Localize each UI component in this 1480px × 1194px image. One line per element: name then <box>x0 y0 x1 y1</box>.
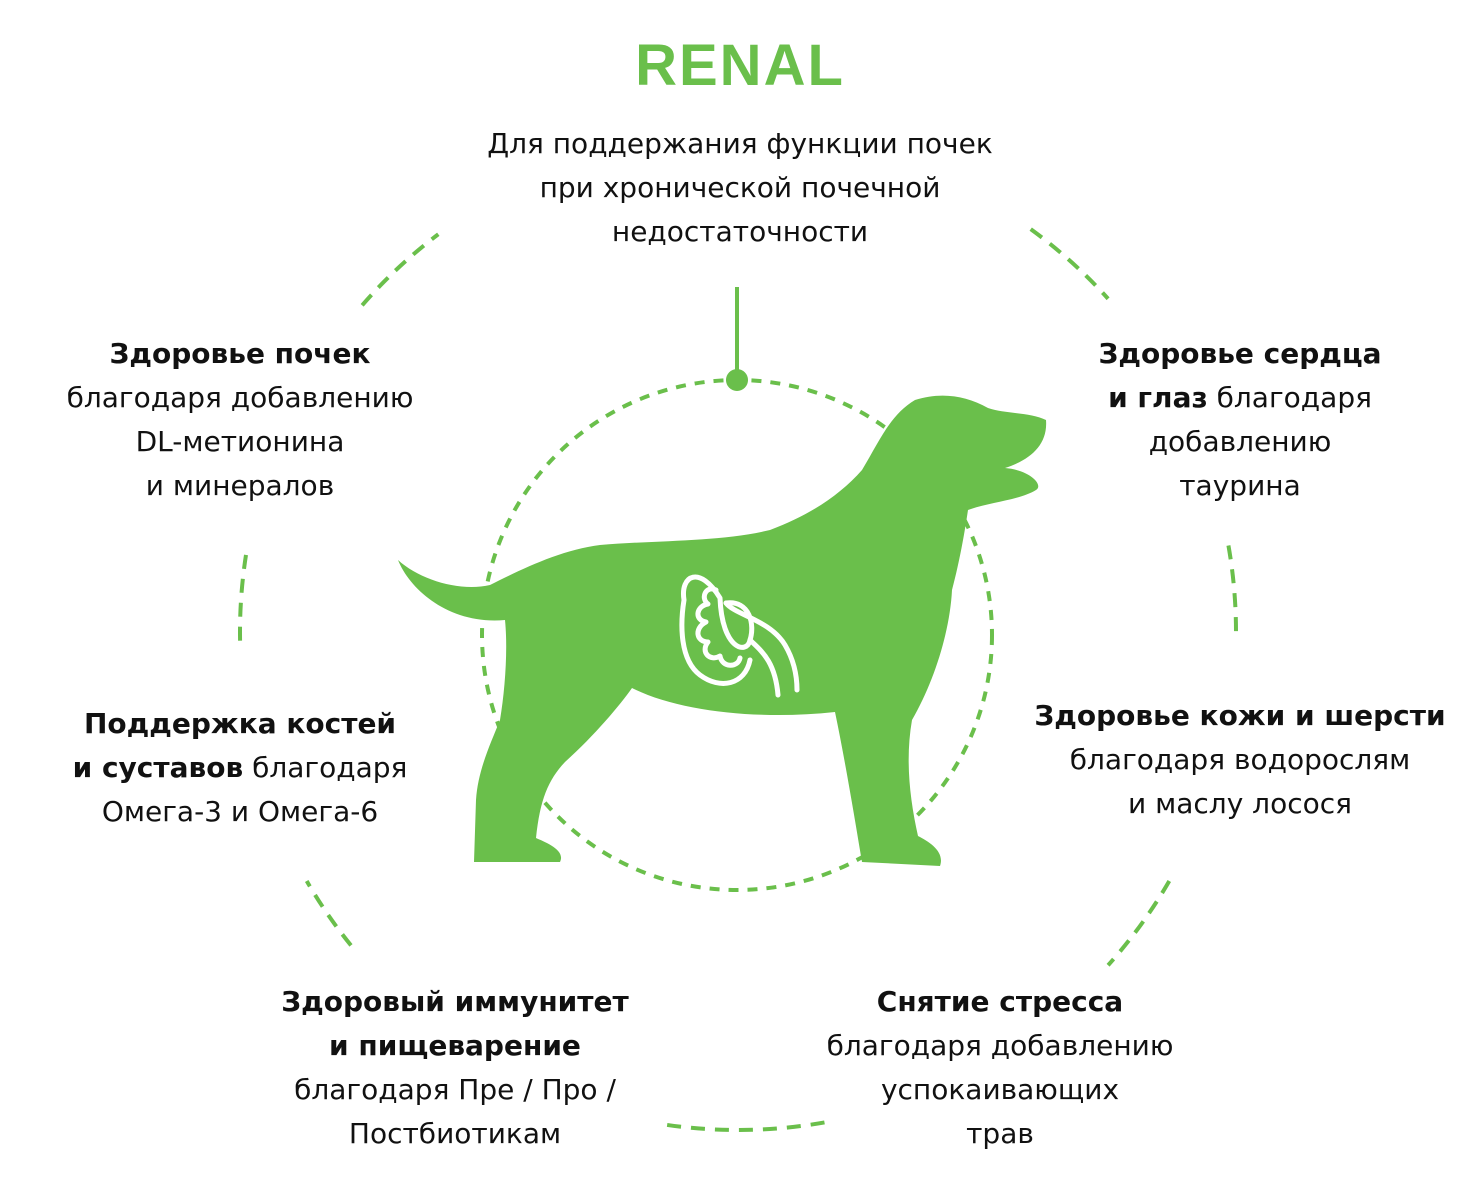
benefit-text: благодаря Пре / Про / <box>294 1073 616 1106</box>
benefit-text: Постбиотикам <box>348 1117 562 1150</box>
benefit-kidney-health: Здоровье почек благодаря добавлению DL-м… <box>30 332 450 508</box>
benefit-heading: Поддержка костей <box>83 707 397 740</box>
benefit-text: и минералов <box>145 469 335 502</box>
benefit-heading: и суставов <box>72 751 244 784</box>
benefit-text: благодаря добавлению <box>66 381 414 414</box>
benefit-heading: Здоровье почек <box>109 337 371 370</box>
subtitle-line: недостаточности <box>611 215 869 248</box>
outer-ring-arc <box>360 232 440 307</box>
benefit-stress-relief: Снятие стресса благодаря добавлению успо… <box>780 980 1220 1156</box>
benefit-heading: Здоровье кожи и шерсти <box>1034 699 1446 732</box>
benefit-text: трав <box>966 1117 1034 1150</box>
outer-dashed-ring <box>238 227 1238 1132</box>
outer-ring-arc <box>238 545 250 641</box>
benefit-text: благодаря водорослям <box>1069 743 1411 776</box>
connector-dot <box>726 369 748 391</box>
dog-silhouette <box>398 395 1047 866</box>
benefit-text: благодаря добавлению <box>826 1029 1174 1062</box>
benefit-text: DL-метионина <box>135 425 345 458</box>
benefit-text: таурина <box>1179 469 1301 502</box>
product-subtitle: Для поддержания функции почек при хронич… <box>390 122 1090 254</box>
benefit-text: Омега-3 и Омега-6 <box>101 795 379 828</box>
benefit-heading: и глаз <box>1108 381 1208 414</box>
benefit-immunity-digestion: Здоровый иммунитет и пищеварение благода… <box>230 980 680 1156</box>
benefit-heading: и пищеварение <box>329 1029 581 1062</box>
kidney-icon <box>679 574 800 698</box>
product-title: RENAL <box>635 33 845 98</box>
outer-ring-arc <box>1029 227 1110 301</box>
benefit-heading: Снятие стресса <box>876 985 1124 1018</box>
benefit-text: и маслу лосося <box>1128 787 1352 820</box>
outer-ring-arc <box>1226 545 1238 641</box>
benefit-heading: Здоровый иммунитет <box>281 985 629 1018</box>
benefit-text: успокаивающих <box>880 1073 1120 1106</box>
subtitle-line: Для поддержания функции почек <box>487 127 993 160</box>
benefit-heart-eyes: Здоровье сердца и глаз благодаря добавле… <box>1030 332 1450 508</box>
outer-ring-arc <box>1106 879 1172 967</box>
benefit-heading: Здоровье сердца <box>1098 337 1382 370</box>
outer-ring-arc <box>304 879 353 947</box>
subtitle-line: при хронической почечной <box>539 171 941 204</box>
benefit-text: добавлению <box>1148 425 1332 458</box>
benefit-text: благодаря <box>1207 381 1372 414</box>
outer-ring-arc <box>659 1120 825 1132</box>
benefit-bones-joints: Поддержка костей и суставов благодаря Ом… <box>20 702 460 834</box>
benefit-text: благодаря <box>243 751 408 784</box>
benefit-skin-coat: Здоровье кожи и шерсти благодаря водорос… <box>1010 694 1470 826</box>
